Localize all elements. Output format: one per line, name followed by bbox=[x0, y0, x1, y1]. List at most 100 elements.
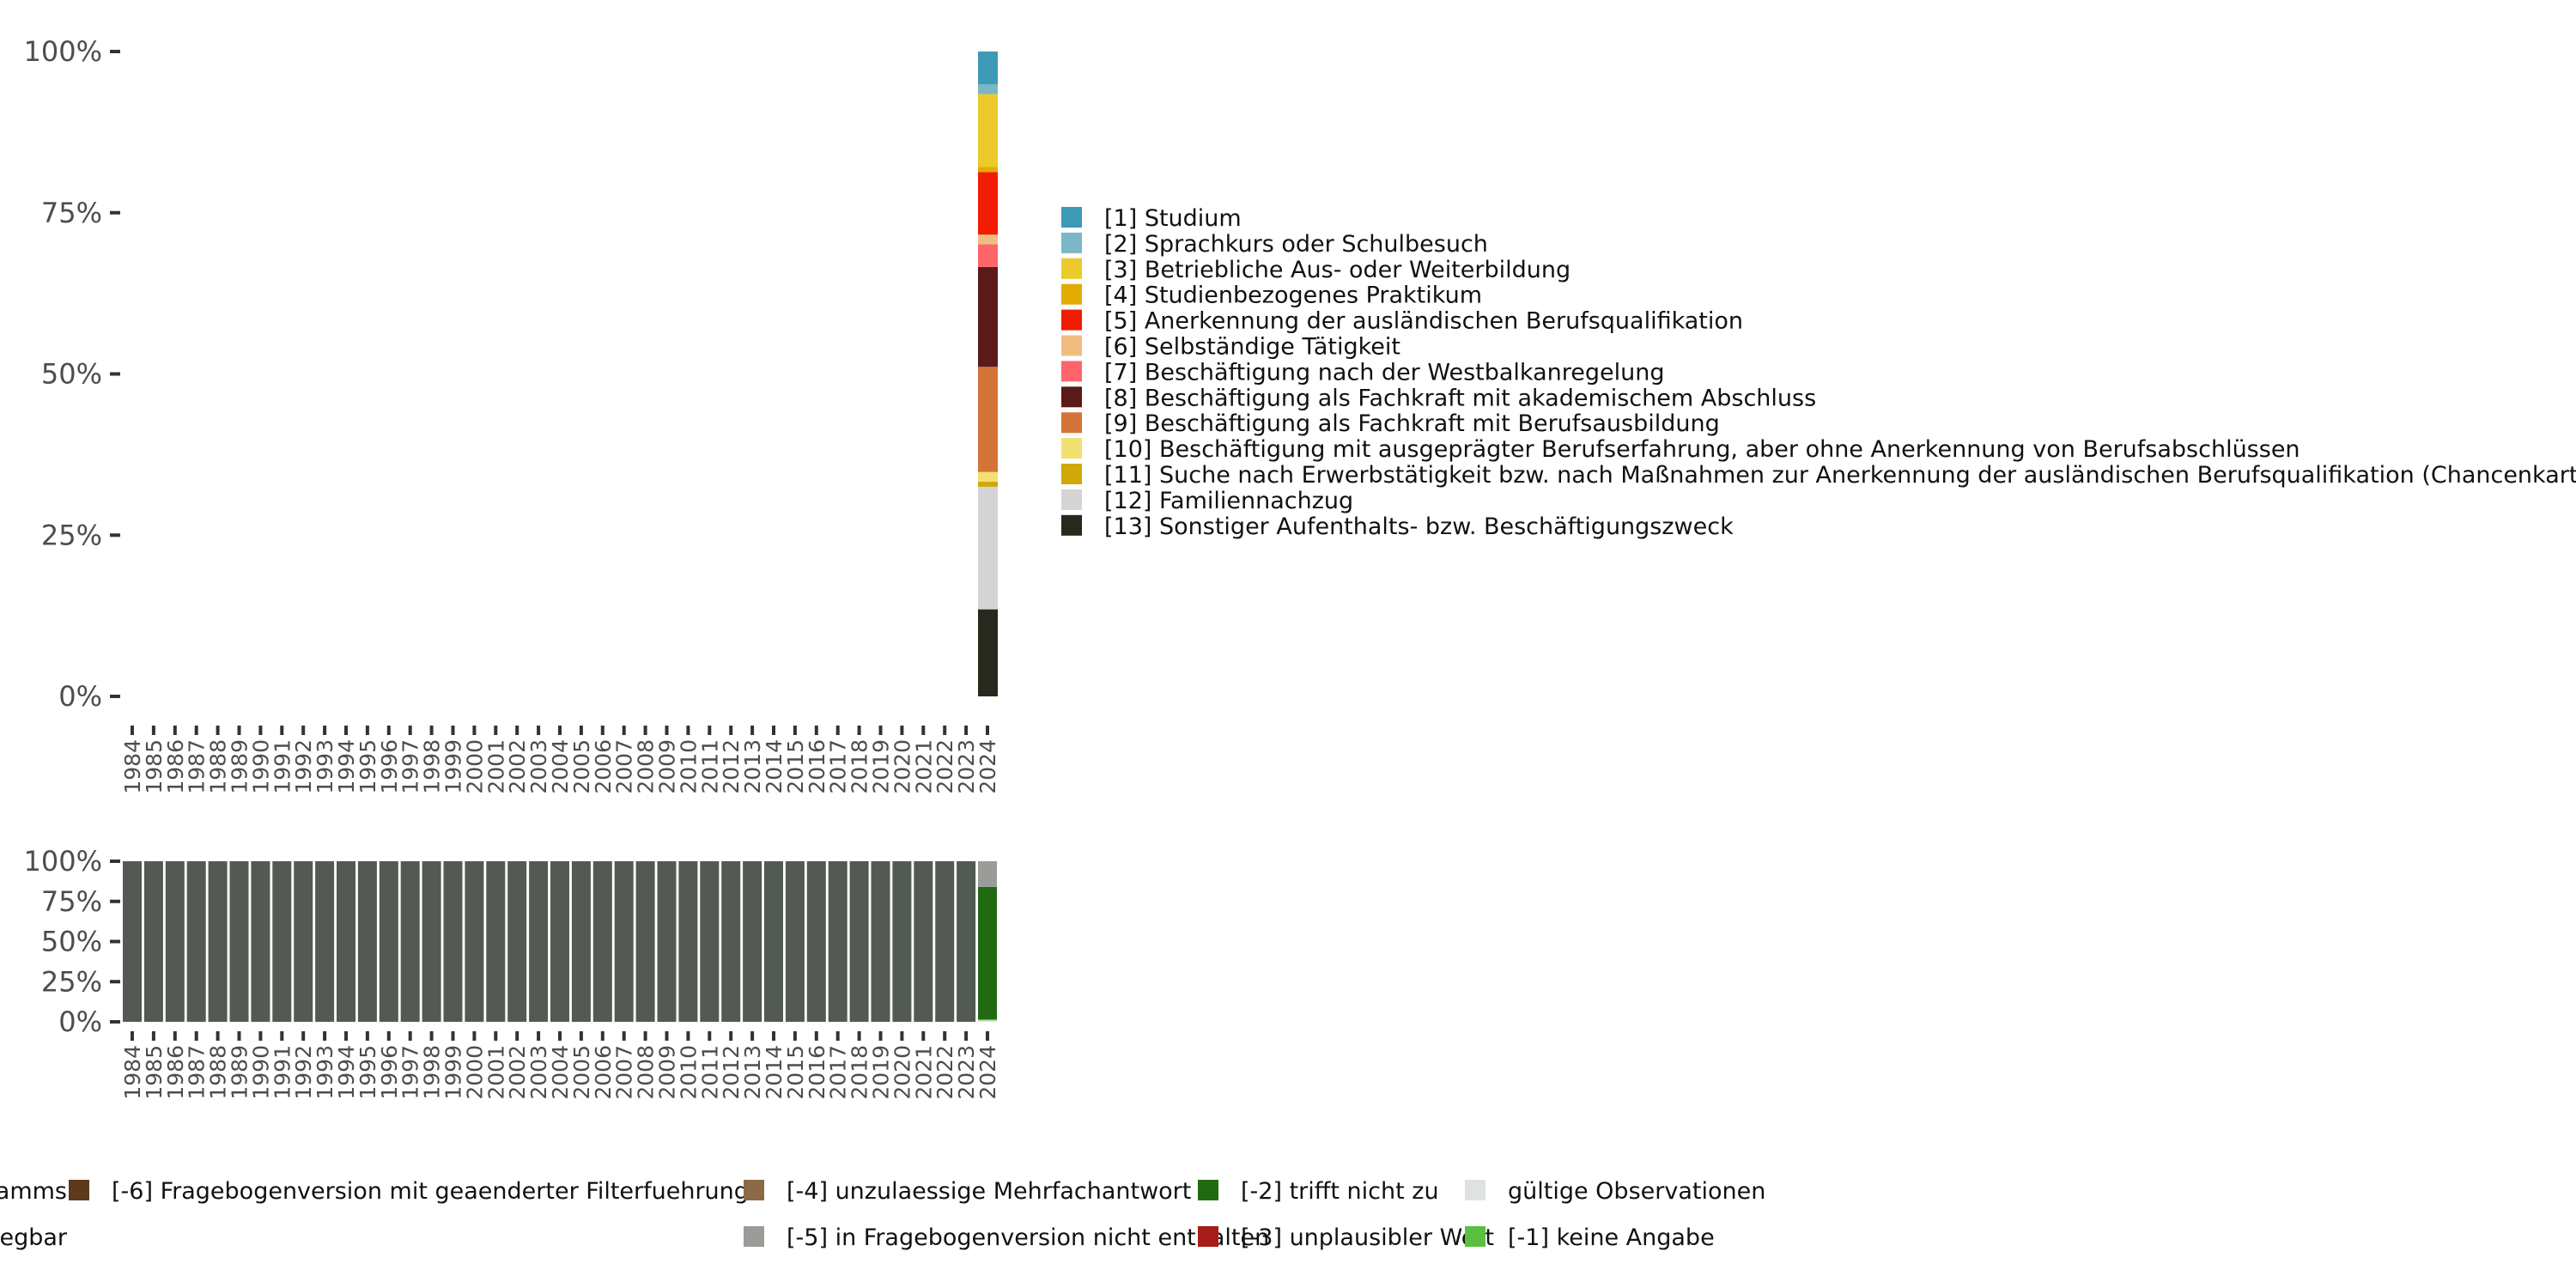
x-tick-label: 2024 bbox=[975, 1045, 1000, 1100]
x-tick-label: 2013 bbox=[740, 739, 765, 794]
x-tick-label: 2015 bbox=[783, 1045, 808, 1100]
x-tick-label: 2006 bbox=[591, 739, 616, 794]
bar-segment-2024 bbox=[978, 609, 998, 696]
x-tick-label: 2002 bbox=[505, 739, 530, 794]
x-tick-label: 2006 bbox=[591, 1045, 616, 1100]
bar-segment-2017 bbox=[828, 861, 848, 1022]
x-tick-label: 2003 bbox=[526, 1045, 551, 1100]
bar-segment-2024 bbox=[978, 1019, 997, 1021]
x-tick-label: 2015 bbox=[783, 739, 808, 794]
bar-segment-2016 bbox=[806, 861, 826, 1022]
legend-label: [-6] Fragebogenversion mit geaenderter F… bbox=[112, 1178, 749, 1205]
bar-segment-2006 bbox=[592, 861, 612, 1022]
bar-segment-2024 bbox=[978, 886, 997, 1020]
bar-segment-2024 bbox=[978, 94, 998, 167]
x-tick-label: 2011 bbox=[697, 739, 722, 794]
x-tick-label: 2005 bbox=[569, 739, 594, 794]
legend-swatch bbox=[1061, 232, 1082, 253]
x-tick-label: 2016 bbox=[805, 1045, 829, 1100]
x-tick-label: 2012 bbox=[719, 1045, 744, 1100]
legend-label: [-2] trifft nicht zu bbox=[1241, 1178, 1439, 1205]
bar-segment-1997 bbox=[400, 861, 420, 1022]
legend-label: [6] Selbständige Tätigkeit bbox=[1104, 334, 1400, 361]
x-tick-label: 1990 bbox=[248, 1045, 273, 1100]
bar-segment-1987 bbox=[186, 861, 206, 1022]
legend-label: [3] Betriebliche Aus- oder Weiterbildung bbox=[1104, 257, 1571, 283]
legend-label: [10] Beschäftigung mit ausgeprägter Beru… bbox=[1104, 436, 2300, 463]
legend-swatch bbox=[1465, 1226, 1485, 1247]
x-tick-label: 1989 bbox=[228, 739, 252, 794]
bar-segment-1991 bbox=[272, 861, 292, 1022]
x-tick-label: 2010 bbox=[676, 1045, 701, 1100]
bar-segment-1989 bbox=[229, 861, 249, 1022]
bar-segment-1993 bbox=[315, 861, 335, 1022]
x-tick-label: 2017 bbox=[826, 739, 851, 794]
bar-segment-2005 bbox=[571, 861, 591, 1022]
legend-label: [12] Familiennachzug bbox=[1104, 488, 1353, 514]
bar-segment-2014 bbox=[764, 861, 783, 1022]
legend-label: [9] Beschäftigung als Fachkraft mit Beru… bbox=[1104, 410, 1720, 437]
bar-segment-1995 bbox=[357, 861, 377, 1022]
x-tick-label: 1988 bbox=[206, 1045, 231, 1100]
x-tick-label: 2014 bbox=[762, 739, 787, 794]
bar-segment-2013 bbox=[743, 861, 762, 1022]
x-tick-label: 1987 bbox=[185, 1045, 210, 1100]
legend-label: [5] Anerkennung der ausländischen Berufs… bbox=[1104, 308, 1743, 335]
legend-label: [-4] unzulaessige Mehrfachantwort bbox=[787, 1178, 1191, 1205]
legend-swatch bbox=[1465, 1180, 1485, 1200]
legend-swatch bbox=[1061, 207, 1082, 228]
bar-segment-2019 bbox=[871, 861, 890, 1022]
x-tick-label: 2021 bbox=[911, 1045, 936, 1100]
x-tick-label: 2016 bbox=[805, 739, 829, 794]
bar-segment-2004 bbox=[550, 861, 569, 1022]
bar-segment-2024 bbox=[978, 244, 998, 267]
y-tick-label: 50% bbox=[41, 358, 102, 391]
bar-segment-1998 bbox=[422, 861, 441, 1022]
bar-segment-1988 bbox=[208, 861, 228, 1022]
bar-segment-1994 bbox=[337, 861, 355, 1022]
legend-swatch bbox=[69, 1180, 89, 1200]
x-tick-label: 2023 bbox=[954, 1045, 979, 1100]
x-tick-label: 2024 bbox=[975, 739, 1000, 794]
x-tick-label: 2007 bbox=[612, 739, 637, 794]
bar-segment-2022 bbox=[935, 861, 955, 1022]
x-tick-label: 1984 bbox=[120, 739, 145, 794]
legend-swatch bbox=[1198, 1226, 1218, 1247]
x-tick-label: 1985 bbox=[142, 739, 167, 794]
x-tick-label: 2014 bbox=[762, 1045, 787, 1100]
x-tick-label: 2023 bbox=[954, 739, 979, 794]
x-tick-label: 2022 bbox=[933, 739, 957, 794]
x-tick-label: 1995 bbox=[355, 1045, 380, 1100]
bar-segment-2023 bbox=[957, 861, 976, 1022]
y-tick-label: 0% bbox=[58, 1005, 102, 1038]
legend-label: [-1] keine Angabe bbox=[1508, 1224, 1715, 1251]
x-tick-label: 1986 bbox=[163, 1045, 188, 1100]
x-tick-label: 2004 bbox=[548, 739, 573, 794]
x-tick-label: 1987 bbox=[185, 739, 210, 794]
x-tick-label: 1994 bbox=[334, 739, 359, 794]
bar-segment-1985 bbox=[143, 861, 163, 1022]
y-tick-label: 25% bbox=[41, 519, 102, 551]
bar-segment-1986 bbox=[165, 861, 185, 1022]
bar-segment-2007 bbox=[614, 861, 634, 1022]
x-tick-label: 1990 bbox=[248, 739, 273, 794]
x-tick-label: 1997 bbox=[398, 739, 423, 794]
x-tick-label: 2021 bbox=[911, 739, 936, 794]
legend-label: [4] Studienbezogenes Praktikum bbox=[1104, 283, 1482, 309]
bar-segment-2010 bbox=[678, 861, 698, 1022]
legend-swatch bbox=[1061, 514, 1082, 536]
x-tick-label: 2001 bbox=[483, 1045, 508, 1100]
bar-segment-2024 bbox=[978, 167, 998, 173]
legend-swatch bbox=[1061, 438, 1082, 459]
x-tick-label: 2012 bbox=[719, 739, 744, 794]
bar-segment-2008 bbox=[635, 861, 655, 1022]
x-tick-label: 2017 bbox=[826, 1045, 851, 1100]
x-tick-label: 1986 bbox=[163, 739, 188, 794]
legend-label: [13] Sonstiger Aufenthalts- bzw. Beschäf… bbox=[1104, 513, 1734, 540]
bar-segment-2011 bbox=[700, 861, 720, 1022]
bar-segment-2024 bbox=[978, 861, 997, 887]
bar-segment-2000 bbox=[465, 861, 484, 1022]
legend-swatch bbox=[1061, 386, 1082, 408]
x-tick-label: 2009 bbox=[655, 739, 680, 794]
legend-swatch bbox=[1061, 283, 1082, 305]
